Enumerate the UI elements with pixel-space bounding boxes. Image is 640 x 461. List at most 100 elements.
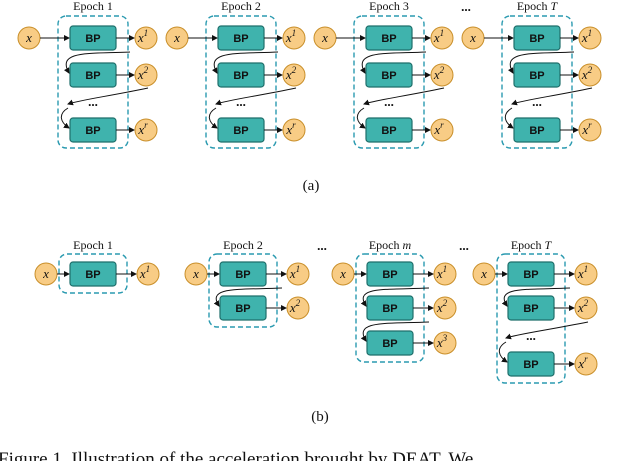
epoch-b-2-bp-2: BP (219, 295, 267, 321)
epoch-b-4-bp-1: BP (507, 261, 555, 287)
epoch-b-1-input-label: x (42, 266, 49, 281)
epoch-a-2-input-label: x (173, 30, 180, 45)
epoch-b-4-frame (496, 253, 566, 384)
epoch-a-1-output-3-label: xr (137, 120, 148, 137)
epoch-b-2-bp-1-text: BP (235, 269, 250, 281)
epoch-b-3-loop-2 (360, 321, 430, 342)
epoch-b-4-bp-2-text: BP (523, 303, 538, 315)
epoch-a-2-bp-2: BP (217, 62, 265, 88)
epoch-b-4-output-3-label: xr (577, 354, 588, 371)
epoch-a-4-loop-3 (504, 107, 514, 129)
epoch-b-1-title: Epoch 1 (73, 238, 113, 252)
epoch-a-3-loop-3 (356, 107, 366, 129)
epoch-a-2-bp-3: BP (217, 117, 265, 143)
epoch-a-3-output-1: x1 (430, 26, 454, 50)
epoch-b-4-output-2: x2 (574, 296, 598, 320)
epoch-a-4-bp-1-text: BP (529, 33, 544, 45)
row-b-between-dots-2: ... (459, 238, 469, 253)
figure-caption: Figure 1. Illustration of the accelerati… (0, 449, 473, 461)
epoch-a-2-output-3-label: xr (285, 120, 296, 137)
epoch-b-3-output-2-label: x2 (436, 298, 448, 315)
epoch-b-4-bp-1-text: BP (523, 269, 538, 281)
epoch-a-2-input: x (165, 26, 189, 50)
epoch-a-1-loop-1 (63, 51, 131, 74)
row-b: ... ... (b) (311, 238, 469, 425)
epoch-a-3-input: x (313, 26, 337, 50)
epoch-b-4-inner-dots: ... (526, 328, 536, 343)
epoch-b-4-loop-2 (505, 321, 589, 340)
row-b-label: (b) (311, 409, 329, 425)
epoch-b-4-output-2-shape (574, 296, 598, 320)
epoch-a-3-input-label: x (321, 30, 328, 45)
epoch-a-3-title: Epoch 3 (369, 0, 409, 13)
epoch-a-1-output-2-label: x2 (137, 65, 149, 82)
epoch-b-3-bp-2-text: BP (382, 303, 397, 315)
epoch-b-2-output-1-shape (286, 262, 310, 286)
epoch-a-4-frame (501, 15, 573, 149)
epoch-b-2-output-1: x1 (286, 262, 310, 286)
epoch-a-2-loop-2 (215, 87, 297, 106)
epoch-a-3-bp-3: BP (365, 117, 413, 143)
epoch-a-1-output-1: x1 (134, 26, 158, 50)
epoch-a-1-bp-3: BP (69, 117, 117, 143)
epoch-b-3-output-2: x2 (433, 296, 457, 320)
epoch-b-2-output-2-label: x2 (289, 298, 301, 315)
epoch-a-2-output-1: x1 (282, 26, 306, 50)
epoch-b-3-bp-2: BP (366, 295, 414, 321)
epoch-a-2-loop-1 (211, 51, 279, 74)
epoch-a-1-input-label: x (25, 30, 32, 45)
epoch-b-3-output-3-shape (433, 331, 457, 355)
epoch-b-4-output-1: x1 (574, 262, 598, 286)
epoch-a-2-bp-3-text: BP (233, 125, 248, 137)
epoch-b-3-input-label: x (339, 266, 346, 281)
epoch-a-2-output-2-shape (282, 63, 306, 87)
epoch-a-1-bp-3-text: BP (85, 125, 100, 137)
epoch-b-4-output-3-shape (574, 352, 598, 376)
epoch-a-1-input: x (17, 26, 41, 50)
epoch-b-2-frame (208, 253, 278, 328)
epoch-b-2-bp-1: BP (219, 261, 267, 287)
epoch-b-4-output-1-label: x1 (577, 264, 588, 281)
epoch-a-2-output-1-shape (282, 26, 306, 50)
epoch-a-4-loop-1 (507, 51, 575, 74)
epoch-a-1-bp-2-text: BP (85, 70, 100, 82)
epoch-a-2-output-3: xr (282, 118, 306, 142)
epoch-a-1-output-3-shape (134, 118, 158, 142)
epoch-b-3-output-1: x1 (433, 262, 457, 286)
epoch-a-3-frame (353, 15, 425, 149)
epoch-b-4-title: Epoch T (511, 238, 553, 252)
epoch-b-4-output-1-shape (574, 262, 598, 286)
epoch-b-2-loop-1 (213, 287, 283, 307)
epoch-a-3-bp-2: BP (365, 62, 413, 88)
epoch-b-4-input-label: x (480, 266, 487, 281)
epoch-a-2-inner-dots: ... (236, 94, 246, 109)
epoch-b-1-output-1: x1 (136, 262, 160, 286)
epoch-a-2-bp-1-text: BP (233, 33, 248, 45)
epoch-a-3-output-3-shape (430, 118, 454, 142)
epoch-a-4-output-1-shape (578, 26, 602, 50)
epoch-a-1-frame (57, 15, 129, 149)
row-b-between-dots-1: ... (317, 238, 327, 253)
epoch-a-1-loop-3 (60, 107, 70, 129)
epoch-a-4-output-1: x1 (578, 26, 602, 50)
epoch-b-1-output-1-shape (136, 262, 160, 286)
epoch-a-4-bp-2: BP (513, 62, 561, 88)
row-a: ... (a) (303, 0, 471, 194)
epoch-b-3-output-2-shape (433, 296, 457, 320)
epoch-b-2-output-2-shape (286, 296, 310, 320)
epoch-a-2-frame (205, 15, 277, 149)
epoch-b-2-input: x (184, 262, 208, 286)
epoch-b-4-loop-1 (501, 287, 571, 307)
row-a-between-dots: ... (461, 0, 471, 14)
epoch-a-1-output-2: x2 (134, 63, 158, 87)
epoch-a-3-output-2-shape (430, 63, 454, 87)
epoch-b-4-bp-2: BP (507, 295, 555, 321)
epoch-a-1-loop-2 (67, 87, 149, 106)
epoch-a-1-output-1-shape (134, 26, 158, 50)
epoch-a-2-output-2: x2 (282, 63, 306, 87)
